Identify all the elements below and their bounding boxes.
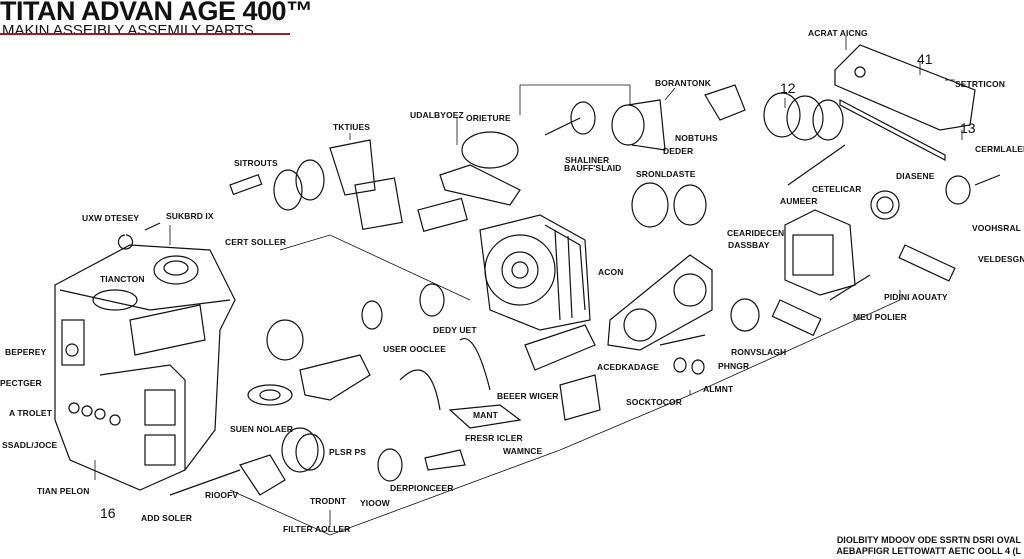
callout-label: FRESR ICLER <box>465 433 523 443</box>
callout-label: TRODNT <box>310 496 347 506</box>
callout-label: TIAN PELON <box>37 486 90 496</box>
callout-label: TIANCTON <box>100 274 145 284</box>
callout-label: NOBTUHS <box>675 133 718 143</box>
callout-label: UXW DTESEY <box>82 213 140 223</box>
callout-label: PIDINI AOUATY <box>884 292 948 302</box>
callout-label: SSADL/JOCE <box>2 440 58 450</box>
callout-label: BAUFF'SLAID <box>564 163 622 173</box>
callout-number: 41 <box>917 51 933 67</box>
callout-label: CEARIDECEN <box>727 228 785 238</box>
callout-label: ACON <box>598 267 624 277</box>
cover-plate <box>607 254 713 351</box>
diagram-title: TITAN ADVAN AGE 400™ <box>0 0 313 26</box>
callout-label: DIASENE <box>896 171 935 181</box>
callout-label: RONVSLAGH <box>731 347 787 357</box>
callout-label: RIOOFV <box>205 490 239 500</box>
footer-line: DIOLBITY MDOOV ODE SSRTN DSRI OVAL <box>836 535 1021 545</box>
callout-label: PHNGR <box>718 361 750 371</box>
callout-label: SRONLDASTE <box>636 169 696 179</box>
callout-label: SITROUTS <box>234 158 278 168</box>
callout-label: ACEDKADAGE <box>597 362 659 372</box>
callout-label: VELDESGN <box>978 254 1024 264</box>
callout-label: DERPIONCEER <box>390 483 454 493</box>
callout-label: SETRTICON <box>955 79 1006 89</box>
callout-label: MANT <box>473 410 498 420</box>
main-housing <box>54 244 236 491</box>
footer-line: AEBAPFIGR LETTOWATT AETIC OOLL 4 (L <box>836 546 1021 556</box>
callout-label: YIOOW <box>360 498 390 508</box>
callout-label: SUEN NOLAER <box>230 424 293 434</box>
central-motor <box>479 214 591 331</box>
callout-label: ADD SOLER <box>141 513 192 523</box>
callout-label: WAMNCE <box>503 446 543 456</box>
callout-label: FILTER AOLLER <box>283 524 351 534</box>
top-cover-panel <box>834 44 976 161</box>
callout-label: BEPEREY <box>5 347 47 357</box>
callout-number: 16 <box>100 505 116 521</box>
callout-label: UDALBYOEZ <box>410 110 464 120</box>
callout-label: AUMEER <box>780 196 818 206</box>
leader-lines <box>94 36 963 536</box>
callout-label: SHALINER <box>565 155 610 165</box>
callout-label: ACRAT AICNG <box>808 28 868 38</box>
callout-label: CERMLALER <box>975 144 1024 154</box>
callout-label: CERT SOLLER <box>225 237 287 247</box>
callout-label: USER OOCLEE <box>383 344 446 354</box>
small-parts <box>117 84 1001 496</box>
callout-number: 12 <box>780 80 796 96</box>
callout-label: CETELICAR <box>812 184 862 194</box>
callout-label: PECTGER <box>0 378 42 388</box>
callout-label: TKTIUES <box>333 122 371 132</box>
callout-label: MEU POLIER <box>853 312 907 322</box>
callout-label: VOOHSRAL <box>972 223 1021 233</box>
callout-label: ORIETURE <box>466 113 511 123</box>
callout-label: SUKBRD IX <box>166 211 214 221</box>
callout-label: DASSBAY <box>728 240 770 250</box>
callout-label: BEEER WIGER <box>497 391 559 401</box>
callout-label: PLSR PS <box>329 447 367 457</box>
callout-label: BORANTONK <box>655 78 711 88</box>
callout-label: DEDY UET <box>433 325 477 335</box>
title-rule <box>0 33 290 35</box>
callout-label: SOCKTOCOR <box>626 397 682 407</box>
callout-label: DEDER <box>663 146 694 156</box>
callout-number: 13 <box>960 120 976 136</box>
callout-label: ALMNT <box>703 384 734 394</box>
callout-label: A TROLET <box>9 408 52 418</box>
